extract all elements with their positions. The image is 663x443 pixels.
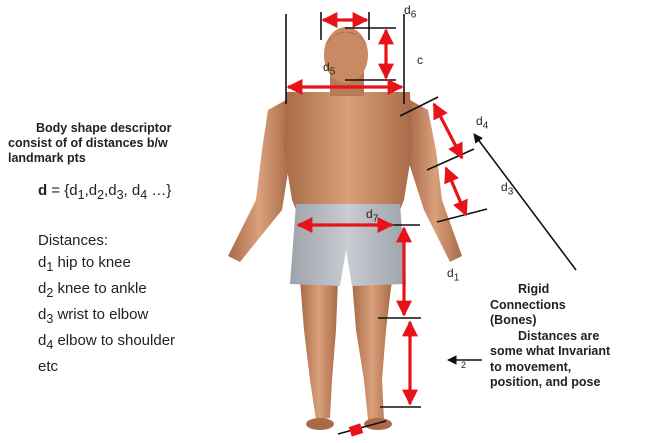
rigid-line-7: position, and pose [490, 375, 662, 391]
torso [284, 92, 412, 220]
distance-item: d1 hip to knee [38, 252, 175, 278]
rigid-line-1: Rigid [490, 282, 662, 298]
right-foot [364, 418, 392, 430]
label-d6: d6 [404, 3, 416, 20]
pointer-line [474, 134, 576, 270]
rigid-line-4: Distances are [490, 329, 662, 345]
descriptor-formula: d = {d1,d2,d3, d4 …} [38, 182, 171, 202]
distance-item: d3 wrist to elbow [38, 304, 175, 330]
distances-list: d1 hip to knee d2 knee to ankle d3 wrist… [38, 252, 175, 377]
left-foot [306, 418, 334, 430]
label-d3: d3 [501, 180, 513, 197]
right-arm [408, 100, 462, 262]
foot-marker [349, 423, 364, 436]
descriptor-line-3: landmark pts [8, 151, 258, 166]
label-d1: d1 [447, 266, 459, 283]
distance-item: d4 elbow to shoulder [38, 330, 175, 356]
rigid-line-6: to movement, [490, 360, 662, 376]
descriptor-text: Body shape descriptor consist of of dist… [8, 121, 258, 166]
label-c-fragment: c [417, 53, 423, 67]
label-d2-fragment: 2 [461, 360, 466, 370]
descriptor-line-1: Body shape descriptor [8, 121, 258, 136]
distances-heading: Distances: [38, 232, 108, 249]
right-leg [352, 280, 392, 420]
distance-etc: etc [38, 356, 175, 377]
shorts [290, 204, 406, 286]
rigid-line-5: some what Invariant [490, 344, 662, 360]
label-d5: d5 [323, 60, 335, 77]
rigid-line-2: Connections [490, 298, 662, 314]
descriptor-line-2: consist of of distances b/w [8, 136, 258, 151]
rigid-line-3: (Bones) [490, 313, 662, 329]
distance-item: d2 knee to ankle [38, 278, 175, 304]
rigid-connections-note: Rigid Connections (Bones) Distances are … [490, 282, 662, 391]
left-leg [300, 280, 338, 420]
arrow-d4 [434, 104, 462, 158]
arrow-d3 [446, 168, 466, 215]
label-d4: d4 [476, 114, 488, 131]
label-d7: d7 [366, 207, 378, 224]
